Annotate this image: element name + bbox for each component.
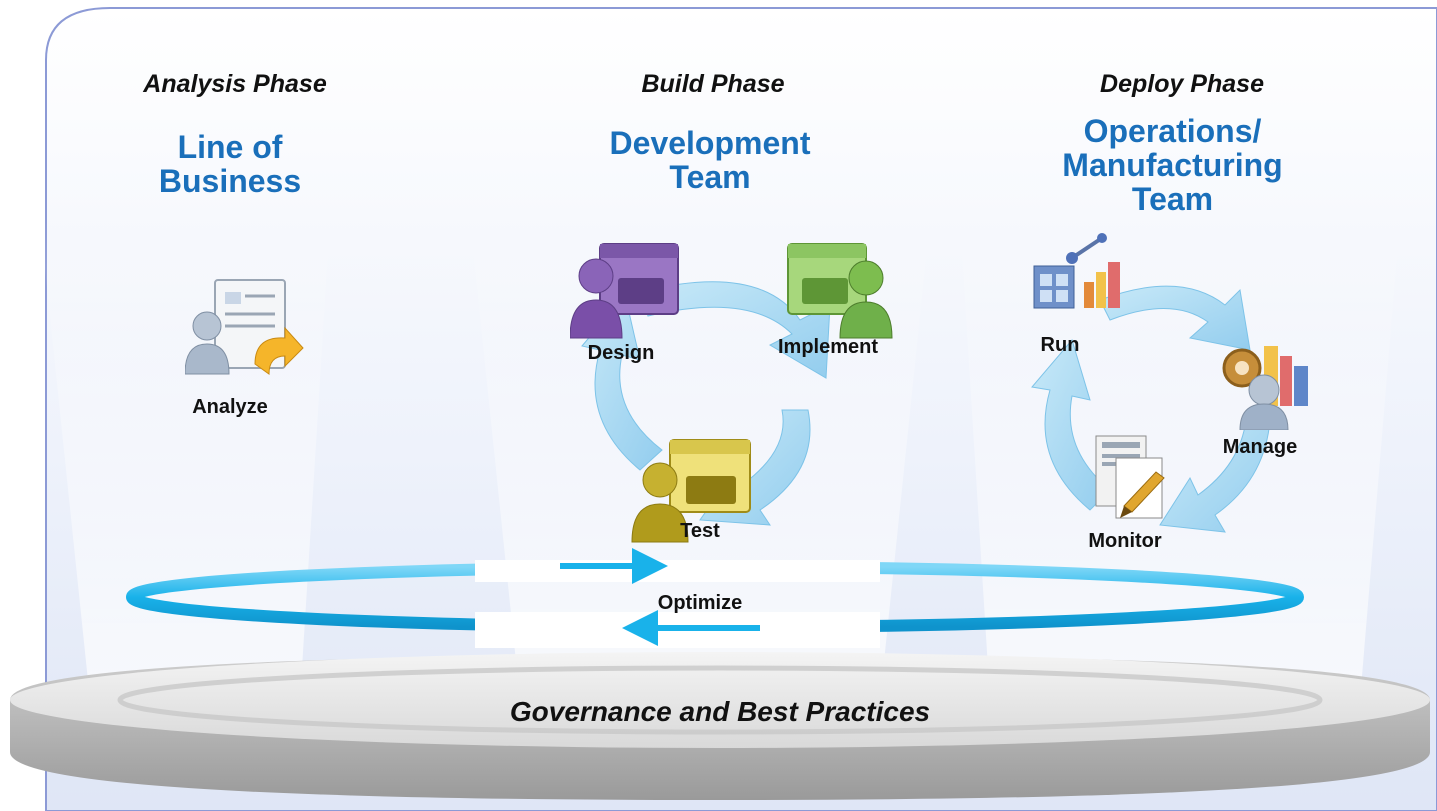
manage-gear-chart-icon [1222, 346, 1308, 430]
user-toolbox-purple-icon [570, 243, 679, 339]
step-analyze: Analyze [192, 396, 268, 418]
build-team-title: Development Team [609, 125, 811, 195]
build-phase-label: Build Phase [641, 70, 785, 98]
step-manage: Manage [1222, 436, 1298, 458]
optimize-label: Optimize [657, 592, 743, 614]
deploy-cycle-arrows [1031, 285, 1271, 533]
deploy-phase-label: Deploy Phase [1100, 70, 1264, 98]
analysis-phase-label: Analysis Phase [143, 70, 327, 98]
user-toolbox-yellow-icon [631, 439, 751, 543]
user-toolbox-green-icon [787, 243, 893, 339]
optimize-ring [126, 548, 1304, 648]
user-document-arrow-icon [185, 279, 304, 375]
step-test: Test [680, 520, 720, 542]
monitor-documents-pen-icon [1095, 435, 1165, 519]
step-implement: Implement [777, 336, 879, 358]
step-monitor: Monitor [1088, 530, 1162, 552]
step-run: Run [1040, 334, 1080, 356]
governance-label: Governance and Best Practices [509, 696, 931, 727]
deploy-team-title: Operations/ Manufacturing Team [1062, 113, 1283, 217]
step-design: Design [587, 342, 655, 364]
analysis-team-title: Line of Business [158, 129, 302, 199]
run-dashboard-icon [1033, 233, 1120, 309]
